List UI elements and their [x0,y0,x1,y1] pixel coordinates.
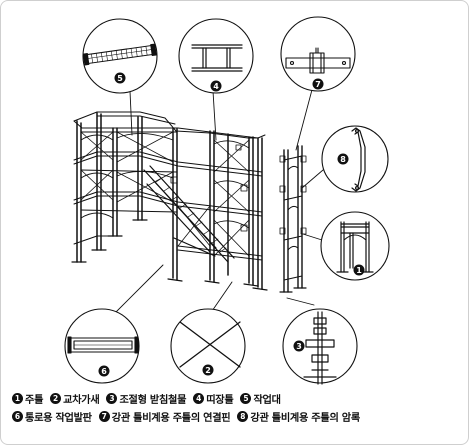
callout-badge [114,72,126,84]
legend-number: 3 [106,392,118,404]
legend-number: 5 [240,392,252,404]
callout-number: 8 [340,155,346,164]
legend-label: 주틀 [25,394,44,406]
legend-item-connecting-pin: 7 강관 틀비계용 주틀의 연결핀 [98,409,231,424]
legend-number: 7 [98,410,110,422]
callout-number: 4 [213,82,219,91]
stair-treads [155,177,227,253]
callout-badge [293,340,305,352]
detail-circle-walkway-plank: 6 [64,308,140,384]
callout-badge [210,80,222,92]
legend-label: 강관 틀비계용 주틀의 암록 [250,412,360,424]
legend-label: 교차가새 [63,394,100,406]
legend-label: 강관 틀비계용 주틀의 연결핀 [111,412,231,424]
detail-circle-arm-lock: 8 [321,125,389,193]
legend-item-ledger-frame: 4 띠장틀 [193,391,234,406]
legend-item-arm-lock: 8 강관 틀비계용 주틀의 암록 [237,409,360,424]
main-scaffold [71,111,268,291]
detail-circle-connecting-pin: 7 [280,16,356,92]
callout-number: 2 [205,366,211,375]
detail-circle-adjustable-base: 3 [282,308,358,385]
legend-number: 1 [12,392,23,404]
detail-circle-main-frame: 1 [320,211,390,281]
right-posts [209,130,263,290]
cross-braces [80,131,250,257]
legend-label: 띠장틀 [206,394,234,406]
legend-number: 4 [193,392,205,404]
side-frame-column [279,145,307,293]
callout-badge [312,78,324,90]
detail-circle-work-platform: 5 [82,18,158,94]
callout-number: 6 [101,367,107,376]
callout-badge [353,264,365,276]
legend-label: 작업대 [253,394,281,406]
legend-item-main-frame: 1 주틀 [12,391,43,406]
callout-number: 3 [296,342,302,351]
frame-arches [80,133,250,229]
base-plates [71,219,268,291]
callout-number: 7 [315,80,321,89]
legend-row-2: 6 통로용 작업발판 7 강관 틀비계용 주틀의 연결핀 8 강관 틀비계용 주… [12,408,464,424]
legend-row-1: 1 주틀 2 교차가새 3 조절형 받침철물 4 띠장틀 5 작업대 [12,390,464,406]
legend-item-walkway-plank: 6 통로용 작업발판 [12,409,92,424]
callout-badge [337,153,349,165]
detail-circle-cross-brace: 2 [170,308,246,384]
legend-label: 조절형 받침철물 [119,394,187,406]
legend-label: 통로용 작업발판 [25,412,92,424]
detail-circle-ledger-frame: 4 [178,18,254,94]
legend-number: 8 [237,410,249,422]
legend-item-adjustable-base: 3 조절형 받침철물 [106,391,187,406]
legend-item-work-platform: 5 작업대 [240,391,281,406]
stairway [143,165,235,263]
brace-clips [170,144,248,232]
callout-badge [98,365,110,377]
callout-number: 1 [356,266,362,275]
legend-item-cross-brace: 2 교차가새 [50,391,100,406]
legend-number: 2 [50,392,62,404]
legend: 1 주틀 2 교차가새 3 조절형 받침철물 4 띠장틀 5 작업대 6 [12,390,464,426]
legend-number: 6 [12,410,23,422]
callout-number: 5 [117,74,123,83]
level-beams [73,131,263,261]
callout-badge [202,364,214,376]
